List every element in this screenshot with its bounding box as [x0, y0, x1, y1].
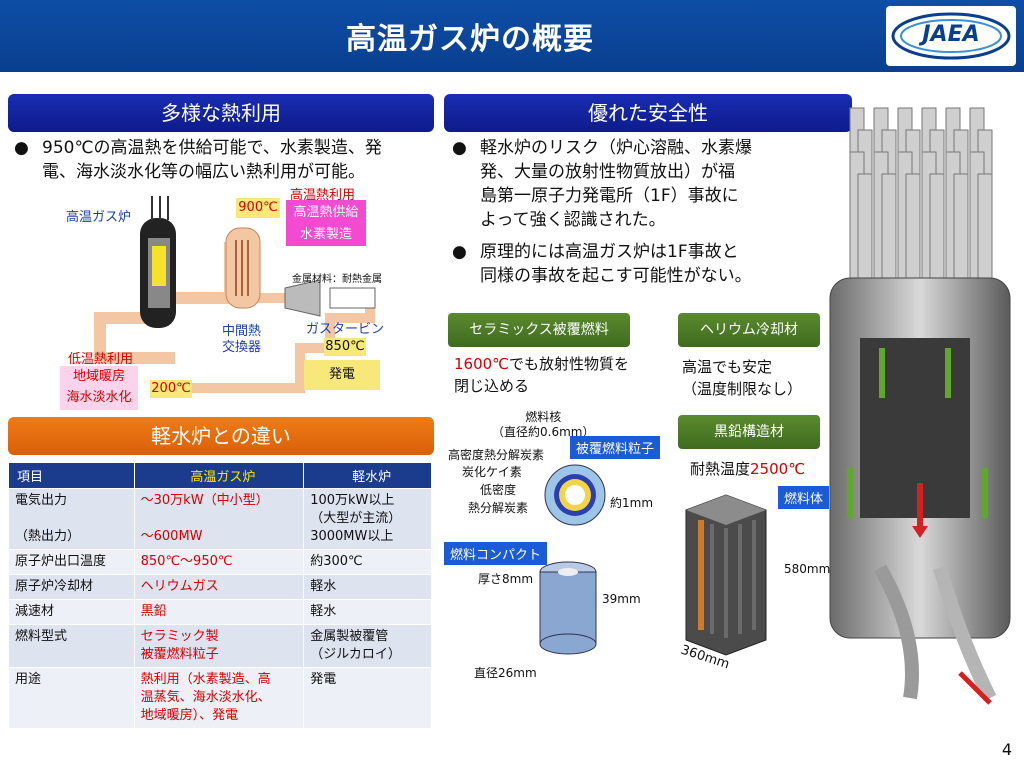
metal-material-label: 金属材料：耐熱金属 — [292, 274, 382, 285]
graphite-text: 耐熱温度2500℃ — [690, 460, 806, 478]
ceramic-fuel-heading: セラミックス被覆燃料 — [448, 313, 630, 347]
row-lwr: 軽水 — [303, 599, 432, 625]
compact-thickness: 厚さ8mm — [478, 572, 534, 586]
logo-text: JAEA — [922, 22, 980, 47]
reactor-cutaway-illustration — [829, 107, 1011, 705]
row-item: 原子炉出口温度 — [8, 549, 135, 575]
high-heat-label: 高温熱利用 — [290, 188, 356, 203]
fuel-particle-icon — [544, 464, 606, 526]
header-lwr: 軽水炉 — [303, 462, 432, 489]
comparison-table: 項目 高温ガス炉 軽水炉 電気出力 （熱出力）～30万kW（中小型） ～600M… — [8, 462, 432, 729]
title-bar: 高温ガス炉の概要 JAEA — [0, 0, 1024, 72]
graphite-heading: 黒鉛構造材 — [678, 415, 820, 449]
row-htgr: 850℃～950℃ — [133, 549, 305, 575]
temp-200: 200℃ — [150, 380, 192, 398]
table-row: 用途熱利用（水素製造、高 温蒸気、海水淡水化、 地域暖房）、発電発電 — [8, 667, 432, 729]
row-item: 電気出力 （熱出力） — [8, 488, 135, 550]
row-htgr: ～30万kW（中小型） ～600MW — [133, 488, 305, 550]
heat-use-heading: 多様な熱利用 — [8, 94, 434, 132]
block-height: 580mm — [784, 562, 831, 576]
helium-coolant-heading: ヘリウム冷却材 — [678, 313, 820, 347]
row-item: 燃料型式 — [8, 624, 135, 668]
table-row: 原子炉冷却材ヘリウムガス軽水 — [8, 574, 432, 600]
bullet-icon: ● — [452, 242, 467, 262]
power-box: 発電 — [304, 360, 380, 390]
compact-height: 39mm — [602, 592, 641, 606]
safety-bullet-2: ● 原理的には高温ガス炉は1F事故と 同様の事故を起こす可能性がない。 — [452, 242, 752, 286]
header-item: 項目 — [8, 462, 135, 489]
row-htgr: 黒鉛 — [133, 599, 305, 625]
compact-diameter: 直径26mm — [474, 666, 537, 680]
buffer-label: 低密度 熱分解炭素 — [468, 483, 529, 515]
row-htgr: セラミック製 被覆燃料粒子 — [133, 624, 305, 668]
row-lwr: 軽水 — [303, 574, 432, 600]
high-heat-box: 高温熱供給 水素製造 — [286, 200, 366, 246]
safety-bullet-1: ● 軽水炉のリスク（炉心溶融、水素爆 発、大量の放射性物質放出）が福 島第一原子… — [452, 138, 752, 230]
jaea-logo: JAEA — [886, 6, 1016, 66]
gas-turbine-label: ガスタービン — [306, 322, 385, 337]
particle-size: 約1mm — [610, 496, 654, 510]
fuel-block-tag: 燃料体 — [778, 486, 830, 509]
row-htgr: 熱利用（水素製造、高 温蒸気、海水淡水化、 地域暖房）、発電 — [133, 667, 305, 729]
ceramic-fuel-text: 1600℃でも放射性物質を 閉じ込める — [454, 355, 630, 395]
page-title: 高温ガス炉の概要 — [346, 22, 594, 57]
row-lwr: 約300℃ — [303, 549, 432, 575]
table-row: 燃料型式セラミック製 被覆燃料粒子金属製被覆管 （ジルカロイ） — [8, 624, 432, 668]
row-item: 用途 — [8, 667, 135, 729]
comparison-heading: 軽水炉との違い — [8, 417, 434, 455]
compact-tag: 燃料コンパクト — [444, 542, 548, 565]
logo-swirl-icon — [891, 12, 1011, 60]
row-lwr: 発電 — [303, 667, 432, 729]
temp-850: 850℃ — [324, 338, 366, 356]
row-lwr: 金属製被覆管 （ジルカロイ） — [303, 624, 432, 668]
heat-use-diagram — [94, 196, 376, 393]
heat-use-bullet: ● 950℃の高温熱を供給可能で、水素製造、発 電、海水淡水化等の幅広い熱利用が… — [14, 138, 382, 182]
row-item: 減速材 — [8, 599, 135, 625]
safety-heading: 優れた安全性 — [444, 94, 852, 132]
row-htgr: ヘリウムガス — [133, 574, 305, 600]
page-number: 4 — [1001, 740, 1012, 759]
bullet-icon: ● — [14, 138, 29, 158]
row-item: 原子炉冷却材 — [8, 574, 135, 600]
helium-coolant-text: 高温でも安定 （温度制限なし） — [682, 358, 803, 398]
turbine-icon — [284, 279, 321, 317]
reactor-label: 高温ガス炉 — [66, 210, 132, 225]
sic-label: 炭化ケイ素 — [462, 465, 522, 479]
hd-pyc-label: 高密度熱分解炭素 — [448, 448, 545, 462]
kernel-label: 燃料核 （直径約0.6mm） — [492, 410, 595, 439]
fuel-block-icon — [685, 494, 767, 656]
particle-tag: 被覆燃料粒子 — [570, 436, 661, 459]
low-heat-box: 地域暖房 海水淡水化 — [60, 366, 138, 410]
temp-900: 900℃ — [236, 198, 280, 218]
bullet-icon: ● — [452, 138, 467, 158]
ihx-label: 中間熱 交換器 — [222, 324, 262, 355]
row-lwr: 100万kW以上 （大型が主流） 3000MW以上 — [303, 488, 432, 550]
header-htgr: 高温ガス炉 — [133, 462, 305, 489]
low-heat-label: 低温熱利用 — [68, 352, 134, 367]
fuel-compact-icon — [539, 561, 597, 655]
table-row: 減速材黒鉛軽水 — [8, 599, 432, 625]
